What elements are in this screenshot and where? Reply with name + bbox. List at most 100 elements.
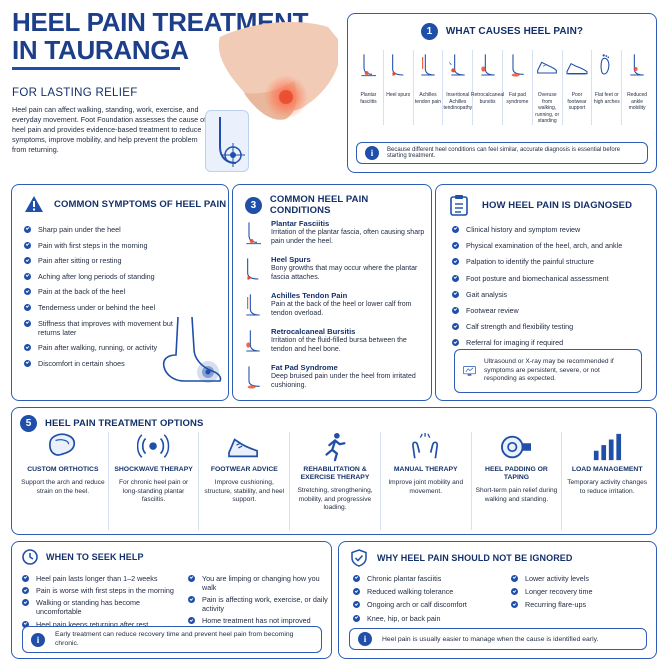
- condition-desc: Deep bruised pain under the heel from ir…: [271, 373, 416, 389]
- conditions-section: 3 COMMON HEEL PAIN CONDITIONS Plantar Fa…: [232, 184, 432, 401]
- seek-help-title: WHEN TO SEEK HELP: [46, 552, 144, 562]
- treatment-desc: Short-term pain relief during walking an…: [475, 487, 558, 503]
- list-item: Sharp pain under the heel: [24, 225, 174, 234]
- list-item: Lower activity levels: [511, 574, 651, 583]
- treatment-desc: Stretching, strengthening, mobility, and…: [297, 487, 373, 512]
- treatment-title: FOOTWEAR ADVICE: [210, 466, 278, 473]
- tendon-insertion-icon: [446, 50, 470, 80]
- condition-name: Achilles Tendon Pain: [271, 291, 348, 300]
- treatment-section: 5 HEEL PAIN TREATMENT OPTIONS CUSTOM ORT…: [11, 407, 657, 535]
- list-item: Pain with first steps in the morning: [24, 241, 174, 250]
- list-item: Footwear review: [452, 306, 652, 315]
- condition-name: Heel Spurs: [271, 255, 311, 264]
- treatment-title: MANUAL THERAPY: [393, 466, 458, 473]
- warning-icon: [25, 196, 43, 212]
- cause-item: Insertional Achilles tendinopathy: [443, 50, 474, 125]
- treatment-desc: Improve cushioning, structure, stability…: [204, 479, 285, 504]
- treatment-desc: Improve joint mobility and movement.: [388, 479, 464, 495]
- cause-label: Heel spurs: [386, 92, 411, 98]
- condition-name: Fat Pad Syndrome: [271, 363, 338, 372]
- ignore-title: WHY HEEL PAIN SHOULD NOT BE IGNORED: [377, 553, 573, 563]
- page-title: HEEL PAIN TREATMENT IN TAURANGA: [12, 8, 342, 64]
- causes-header: 1 WHAT CAUSES HEEL PAIN?: [348, 23, 656, 40]
- cause-item: Heel spurs: [384, 50, 414, 125]
- ankle-icon: [625, 50, 649, 80]
- condition-name: Retrocalcaneal Bursitis: [271, 327, 356, 336]
- seek-help-header: WHEN TO SEEK HELP: [22, 549, 144, 565]
- list-item: Stiffness that improves with movement bu…: [24, 319, 174, 337]
- cause-label: Retrocalcaneal bursitis: [470, 92, 505, 105]
- page-subtitle: FOR LASTING RELIEF: [12, 87, 138, 99]
- hero-foot-image: [200, 5, 342, 180]
- runner-icon: [318, 432, 352, 462]
- heel-target-icon: [205, 110, 249, 172]
- section-number-3: 3: [245, 196, 262, 214]
- info-icon: i: [358, 632, 372, 646]
- title-underline: [12, 67, 180, 70]
- condition-name: Plantar Fasciitis: [271, 219, 330, 228]
- info-icon: i: [31, 632, 45, 647]
- condition-desc: Pain at the back of the heel or lower ca…: [271, 301, 412, 317]
- cause-label: Plantar fasciitis: [360, 92, 377, 105]
- foot-arch-icon: [241, 219, 265, 255]
- causes-title: WHAT CAUSES HEEL PAIN?: [445, 26, 584, 37]
- list-item: Pain at the back of the heel: [24, 287, 174, 296]
- ignore-note: i Heel pain is usually easier to manage …: [349, 628, 647, 650]
- diagnosis-note: Ultrasound or X-ray may be recommended i…: [454, 349, 642, 393]
- conditions-header: 3 COMMON HEEL PAIN CONDITIONS: [245, 194, 431, 216]
- treatment-desc: Temporary activity changes to reduce irr…: [567, 479, 648, 495]
- ignore-header: WHY HEEL PAIN SHOULD NOT BE IGNORED: [351, 549, 573, 567]
- list-item: Gait analysis: [452, 290, 652, 299]
- diagnosis-note-text: Ultrasound or X-ray may be recommended i…: [484, 358, 614, 383]
- treatment-title: CUSTOM ORTHOTICS: [27, 466, 99, 473]
- tape-icon: [499, 432, 533, 462]
- list-item: Recurring flare-ups: [511, 600, 651, 609]
- diagnosis-title: HOW HEEL PAIN IS DIAGNOSED: [482, 199, 633, 211]
- header: HEEL PAIN TREATMENT IN TAURANGA FOR LAST…: [12, 8, 342, 183]
- list-item: Calf strength and flexibility testing: [452, 322, 652, 331]
- title-line-2: IN TAURANGA: [12, 35, 189, 65]
- running-shoe-icon: [535, 50, 559, 80]
- ankle-tendon-icon: [416, 50, 440, 80]
- diagnosis-section: HOW HEEL PAIN IS DIAGNOSED Clinical hist…: [435, 184, 657, 401]
- causes-note: i Because different heel conditions can …: [356, 142, 648, 164]
- conditions-title: COMMON HEEL PAIN CONDITIONS: [269, 194, 369, 216]
- list-item: Referral for imaging if required: [452, 338, 652, 347]
- list-item: You are limping or changing how you walk: [188, 574, 330, 592]
- section-number-1: 1: [420, 23, 438, 40]
- seek-help-section: WHEN TO SEEK HELP Heel pain lasts longer…: [11, 541, 332, 659]
- cause-item: Reduced ankle mobility: [622, 50, 652, 125]
- list-item: Discomfort in certain shoes: [24, 359, 174, 368]
- causes-note-text: Because different heel conditions can fe…: [387, 147, 621, 159]
- cause-label: Fat pad syndrome: [506, 92, 529, 105]
- ignore-note-text: Heel pain is usually easier to manage wh…: [382, 635, 599, 643]
- list-item: Pain is affecting work, exercise, or dai…: [188, 595, 330, 613]
- cause-item: Overuse from walking, running, or standi…: [533, 50, 563, 125]
- ankle-tendon-icon: [241, 291, 265, 327]
- list-item: Foot posture and biomechanical assessmen…: [452, 274, 652, 283]
- cause-item: Retrocalcaneal bursitis: [470, 50, 505, 125]
- bursa-icon: [241, 327, 265, 363]
- diagnosis-header: HOW HEEL PAIN IS DIAGNOSED: [450, 194, 632, 216]
- list-item: Chronic plantar fasciitis: [353, 574, 503, 583]
- heel-bone-icon: [386, 50, 410, 80]
- shoe-icon: [565, 50, 589, 80]
- ignore-section: WHY HEEL PAIN SHOULD NOT BE IGNORED Chro…: [338, 541, 657, 659]
- cause-item: Achilles tendon pain: [414, 50, 444, 125]
- cause-label: Achilles tendon pain: [414, 92, 442, 105]
